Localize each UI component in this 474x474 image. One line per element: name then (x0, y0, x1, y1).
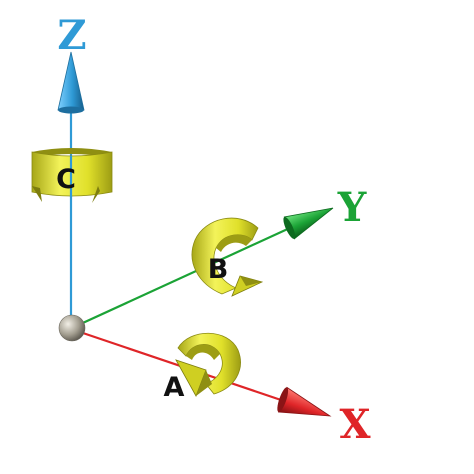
rotation-a-arrowhead-shadow (196, 370, 212, 396)
rotation-a-label: A (164, 372, 185, 403)
z-axis: Z (57, 12, 87, 326)
z-arrowhead-base (58, 106, 84, 114)
rotation-c-arrow-tip (32, 186, 42, 202)
rotation-c-arrow: C (31, 148, 113, 203)
rotation-b-arrow: B (191, 217, 264, 297)
rotation-c-label: C (56, 164, 76, 195)
origin-point (58, 314, 86, 342)
x-arrowhead-base (277, 387, 289, 413)
y-axis-line (73, 226, 293, 328)
rotation-c-arrow-tip-2 (92, 186, 100, 203)
rotation-a-ribbon-inner (186, 344, 220, 360)
rotation-c-ribbon-back (32, 148, 112, 158)
x-axis-label: X (339, 401, 370, 448)
rotation-a-arrow: A (164, 332, 241, 403)
rotation-b-arrowhead-shadow (240, 276, 262, 286)
y-axis: Y (73, 184, 367, 328)
y-arrowhead-base (283, 216, 296, 239)
z-axis-label: Z (57, 12, 86, 59)
z-axis-arrowhead (57, 51, 85, 111)
rotation-b-label: B (208, 254, 229, 285)
rotation-b-ribbon-inner (216, 234, 252, 252)
y-axis-label: Y (337, 184, 367, 231)
